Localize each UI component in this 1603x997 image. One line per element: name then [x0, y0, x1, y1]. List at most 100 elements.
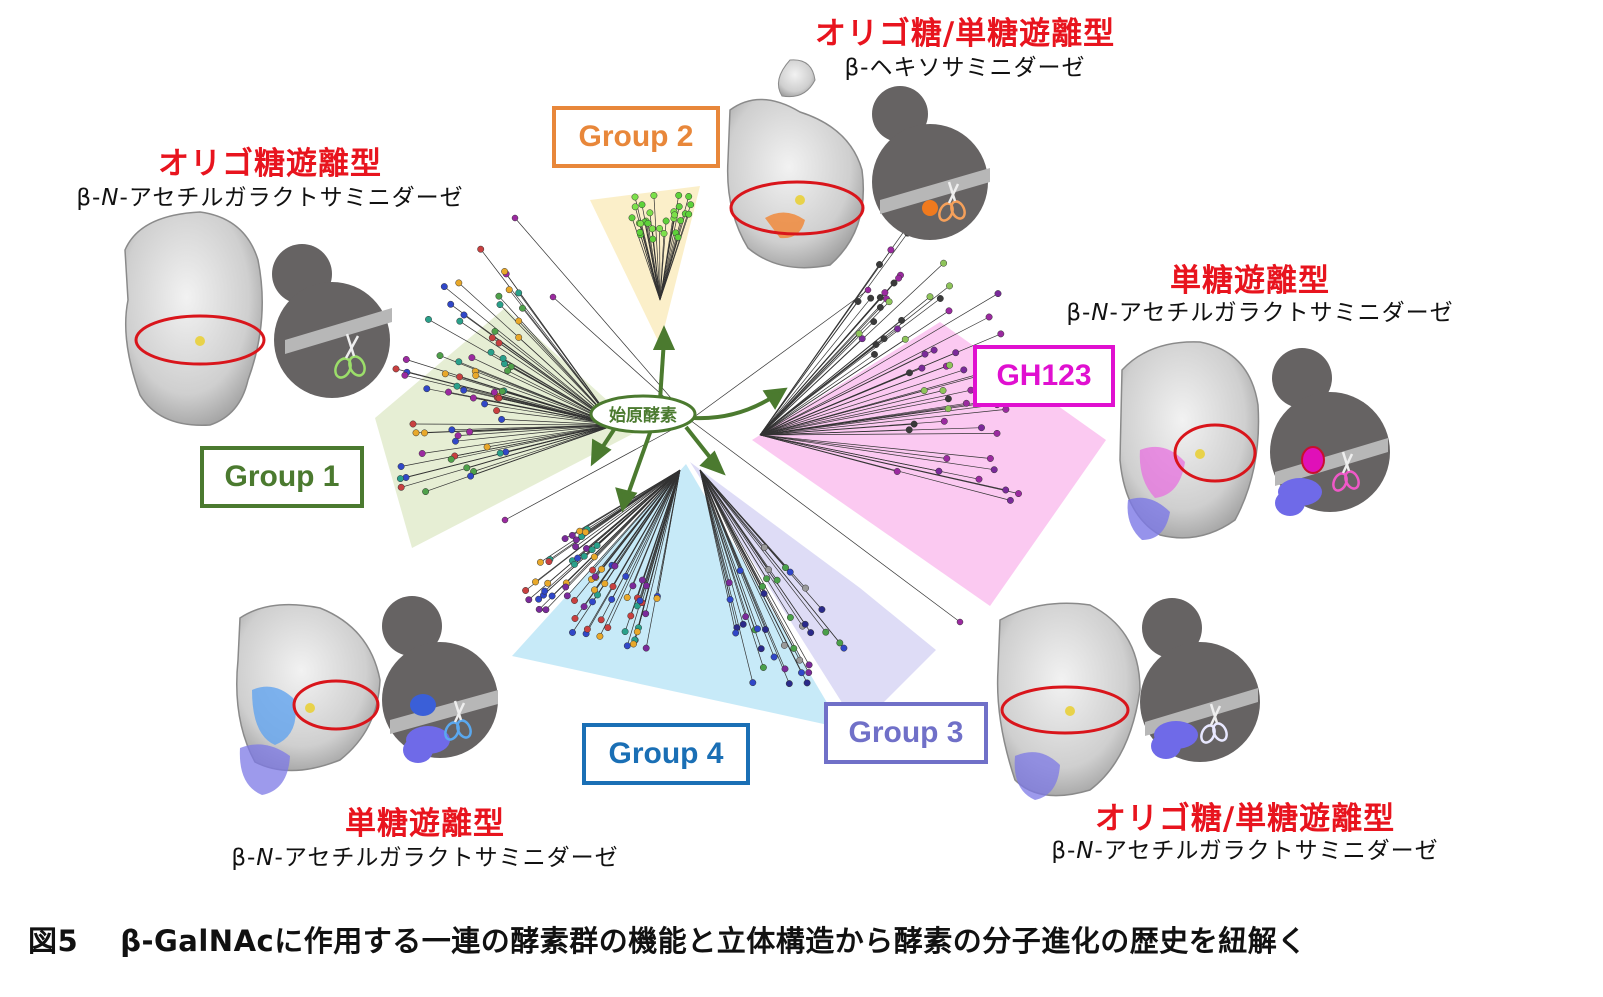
group3-leaf-node [805, 661, 813, 669]
group1-branch [455, 424, 616, 442]
group1-cell-diagram [272, 244, 392, 398]
group1-branch [406, 359, 616, 426]
group1-leaf-node [495, 292, 503, 300]
group1-leaf-node [483, 443, 491, 451]
group1-leaf-node [455, 358, 463, 366]
gh123-leaf-node [920, 387, 928, 395]
group1-leaf-node [440, 283, 448, 291]
group3-leaf-node [757, 645, 765, 653]
gh123-leaf-node [940, 417, 948, 425]
group3-branch [699, 469, 758, 629]
group2-branch [647, 223, 661, 301]
group3-leaf-node [725, 579, 733, 587]
group1-leaf-node [422, 488, 430, 496]
group4-label: Group 4 [582, 723, 750, 785]
group1-leaf-node [409, 420, 417, 428]
group4-leaf-node [532, 578, 539, 586]
group3-leaf-node [749, 679, 757, 687]
group4-branch [574, 469, 681, 619]
gh123-leaf-node [858, 335, 866, 343]
gh123-leaf-node [997, 330, 1005, 338]
outlier-branch [504, 419, 691, 521]
group1-leaf-node [481, 400, 489, 408]
group2-label: Group 2 [552, 106, 720, 168]
scissors-icon [334, 333, 366, 379]
group4-branch [633, 469, 681, 645]
group1-leaf-node [402, 474, 410, 481]
gh123-leaf-node [854, 298, 862, 305]
gh123-function-title: 単糖遊離型 [1170, 263, 1330, 299]
group1-leaf-node [412, 429, 420, 437]
gh123-leaf-node [930, 346, 938, 354]
group4-leaf-node [535, 605, 543, 613]
group3-leaf-node [798, 669, 805, 677]
group4-branch [630, 469, 681, 617]
group2-leaf-node [644, 219, 652, 227]
outlier-leaf-node [956, 618, 964, 626]
scissors-icon [1200, 703, 1228, 744]
group1-enzyme-name: β-N-アセチルガラクトサミニダーゼ [76, 185, 464, 211]
gh123-leaf-node [1002, 405, 1010, 413]
group1-branch [469, 424, 616, 433]
group1-leaf-node [493, 407, 501, 415]
group1-leaf-node [466, 428, 474, 436]
group2-leaf-node [674, 233, 682, 241]
group3-leaf-node [765, 566, 772, 574]
gh123-branch [759, 390, 944, 436]
group3-branch [699, 469, 754, 683]
group4-leaf-node [627, 612, 635, 620]
group1-leaf-node [392, 365, 400, 373]
group1-branch [395, 368, 616, 426]
origin-label: 始原酵素 [609, 406, 677, 426]
group3-leaf-node [786, 568, 794, 576]
group3-label: Group 3 [824, 702, 988, 764]
gh123-branch [759, 369, 964, 436]
group1-leaf-node [452, 437, 459, 445]
gh123-branch [759, 427, 982, 436]
group3-leaf-node [790, 644, 798, 652]
group2-leaf-node [677, 217, 685, 225]
group4-leaf-node [568, 531, 576, 539]
group4-leaf-node [653, 594, 661, 602]
group3-leaf-node [802, 584, 809, 592]
group4-leaf-node [563, 592, 571, 600]
gh123-branch [759, 208, 921, 436]
gh123-enzyme-name: β-N-アセチルガラクトサミニダーゼ [1066, 300, 1454, 326]
group4-leaf-node [588, 546, 596, 554]
group3-leaf-node [732, 629, 740, 637]
group4-branch [639, 469, 681, 601]
tree-leaf-nodes [392, 191, 1036, 688]
group3-leaf-node [739, 620, 747, 628]
group3-leaf-node [807, 629, 815, 637]
group4-leaf-node [561, 535, 569, 543]
gh123-branch [759, 301, 859, 436]
gh123-label: GH123 [973, 345, 1115, 407]
group1-branch [458, 424, 616, 436]
group3-leaf-node [742, 613, 750, 621]
group3-leaf-node [836, 639, 844, 647]
group3-branch [699, 469, 731, 600]
group3-branch [699, 469, 810, 673]
group4-leaf-node [604, 624, 612, 632]
group4-leaf-node [589, 566, 597, 574]
group4-leaf-node [642, 582, 650, 590]
gh123-leaf-node [890, 279, 898, 287]
active-site-ellipse [1173, 423, 1257, 483]
gh123-leaf-node [978, 424, 985, 432]
group1-branch [404, 374, 616, 426]
group4-branch [632, 469, 681, 586]
gh123-branch [759, 285, 950, 436]
group1-leaf-node [460, 386, 468, 394]
group3-leaf-node [760, 543, 768, 551]
outlier-branch [689, 289, 869, 421]
gh123-leaf-node [893, 468, 901, 475]
group3-leaf-node [801, 620, 809, 628]
group2-cell-diagram [872, 86, 990, 240]
group1-leaf-node [502, 448, 510, 456]
gh123-leaf-node [855, 330, 863, 338]
group3-leaf-node [726, 596, 734, 603]
group4-leaf-node [582, 528, 590, 536]
group1-leaf-node [496, 301, 504, 309]
gh123-branch [759, 370, 991, 436]
